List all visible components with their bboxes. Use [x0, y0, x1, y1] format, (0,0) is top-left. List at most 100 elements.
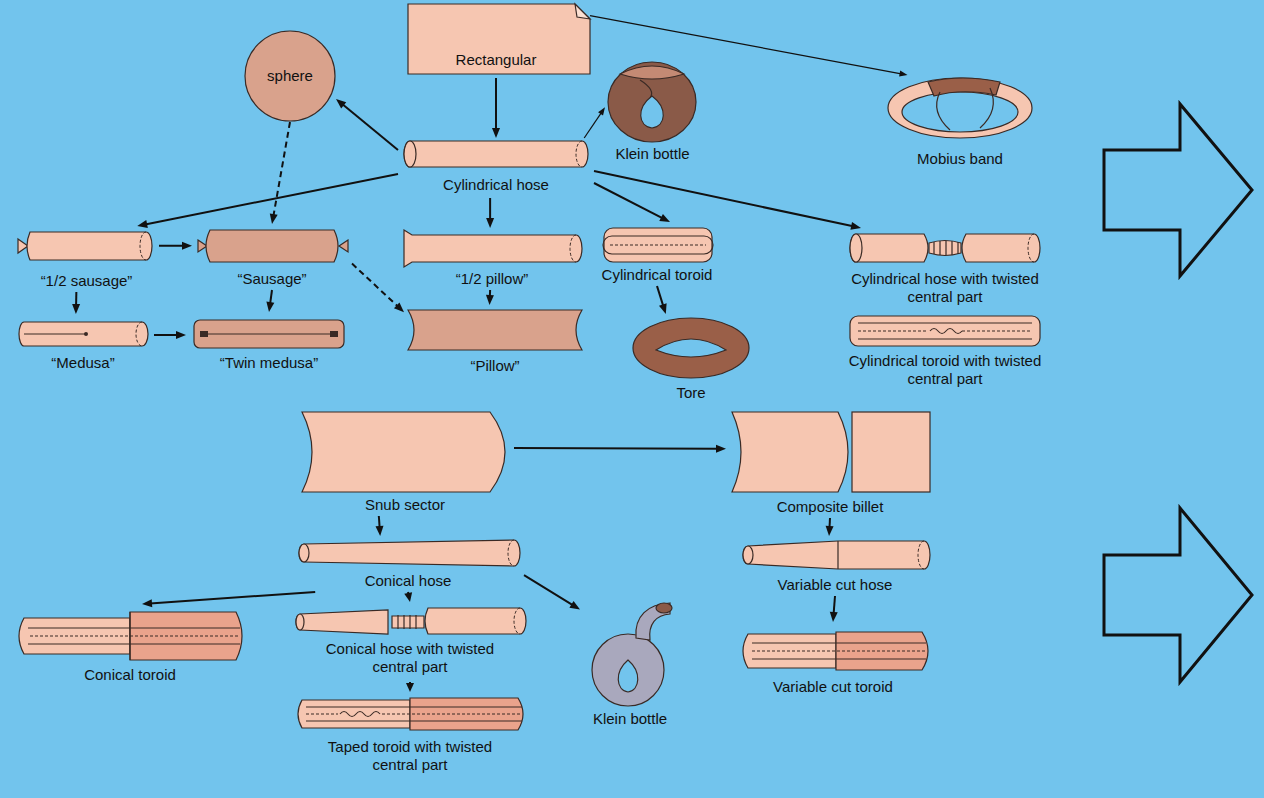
twisted-cone-figure [392, 616, 424, 628]
connector-arrow [266, 290, 274, 312]
tore-figure [633, 318, 749, 378]
half-pillow-figure [404, 230, 582, 267]
sheet-node: Rectangular [402, 0, 590, 78]
connector-arrow [486, 198, 494, 228]
composite-billet-figure [732, 412, 930, 492]
shape-label: Tore [630, 384, 752, 402]
snub-sector-figure [302, 412, 505, 492]
connector-line [489, 198, 491, 220]
arrow-head [137, 220, 148, 228]
sausage-figure [198, 230, 348, 262]
connector-arrow [514, 445, 726, 453]
sphere-figure [245, 31, 335, 121]
connector-arrow [142, 592, 315, 607]
arrow-head [182, 242, 192, 250]
shape-label: “Pillow” [406, 357, 584, 375]
twin-medusa-figure [194, 320, 344, 348]
connector-line [590, 16, 901, 74]
connector-arrow [594, 183, 670, 222]
taped-toroid-node: Taped toroid with twisted central part [286, 692, 534, 778]
shape-label: Snub sector [298, 496, 512, 514]
connector-arrow [270, 122, 290, 224]
snub-sector-node: Snub sector [296, 408, 514, 516]
arrow-head [486, 295, 494, 305]
connector-arrow [137, 174, 398, 228]
tore-figure [633, 318, 749, 378]
connector-arrow [406, 682, 414, 692]
twisted-cone-figure [296, 614, 304, 630]
billet-node: Composite billet [726, 408, 934, 518]
arrow-head [270, 213, 278, 224]
twisted-hose-figure [850, 234, 928, 262]
medusa-figure [19, 322, 148, 346]
arrow-head [404, 592, 412, 602]
variable-cut-hose-figure [743, 541, 930, 569]
twisted-cone-figure [398, 615, 416, 629]
connector-arrow [584, 107, 605, 138]
conical-hose-node: Conical hose [292, 536, 524, 592]
klein-bottle-figure [656, 603, 672, 613]
connector-line [594, 171, 853, 226]
shape-label: Rectangular [404, 51, 588, 69]
shape-label: “Sausage” [194, 270, 350, 288]
composite-billet-figure [852, 412, 930, 492]
mobius-node: Mobius band [885, 75, 1035, 170]
conical-toroid-node: Conical toroid [10, 604, 250, 686]
variable-cut-hose-figure [743, 541, 930, 569]
arrow-head [486, 218, 494, 228]
twisted-cone-figure [296, 608, 526, 634]
mobius-band-figure [937, 92, 950, 130]
connector-line [150, 592, 315, 603]
klein-bottle-figure [640, 80, 652, 98]
shape-label: Conical toroid [12, 666, 248, 684]
half-sausage-figure [140, 232, 146, 260]
shape-label: Composite billet [728, 498, 932, 516]
arrow-head [266, 302, 274, 312]
arrow-head [72, 304, 80, 314]
klein-bottle-figure [620, 66, 684, 79]
mobius-band-figure [902, 92, 1018, 132]
hose-figure [404, 141, 588, 167]
shape-label: Variable cut hose [738, 576, 932, 594]
arrow-head [899, 71, 907, 77]
medusa-figure [136, 322, 142, 346]
conical-hose-figure [508, 540, 514, 566]
shape-label: Mobius band [887, 150, 1033, 168]
pillow-figure [408, 310, 582, 350]
cylindrical-toroid-figure [603, 236, 713, 254]
twisted-hose-figure [850, 234, 862, 262]
arrow-head [492, 128, 500, 138]
taped-toroid-figure [306, 714, 522, 715]
sausage-figure [206, 230, 338, 262]
twisted-hose-figure [1028, 234, 1034, 262]
klein-bottle-figure [608, 62, 696, 142]
twisted-hose-figure [934, 241, 958, 255]
twin-medusa-figure [200, 331, 338, 337]
arrow-head [659, 303, 667, 314]
connector-arrow [830, 596, 838, 622]
sphere-figure [245, 31, 335, 121]
cylindrical-toroid-figure [604, 228, 712, 262]
klein-bottle-figure [641, 96, 664, 128]
twin-medusa-figure [194, 320, 344, 348]
half-sausage-figure [18, 232, 152, 260]
half-sausage-node: “1/2 sausage” [14, 226, 159, 292]
shape-label: “1/2 pillow” [400, 270, 584, 288]
shape-label: Cylindrical toroid with twisted central … [842, 352, 1048, 388]
outline-arrow [1104, 508, 1252, 682]
arrow-head [830, 612, 838, 622]
medusa-node: “Medusa” [12, 314, 154, 374]
connector-line [159, 245, 184, 247]
cylindrical-toroid-figure [610, 245, 706, 246]
klein-bottle-figure [592, 634, 664, 706]
connector-arrow [159, 242, 192, 250]
mobius-band-figure [888, 78, 1032, 138]
connector-arrow [352, 264, 404, 313]
klein-bottle-figure [618, 660, 638, 692]
hose-figure [404, 141, 588, 167]
conical-hose-figure [299, 540, 520, 566]
connector-line [145, 174, 398, 224]
connector-line [495, 78, 497, 130]
connector-line [657, 286, 663, 306]
